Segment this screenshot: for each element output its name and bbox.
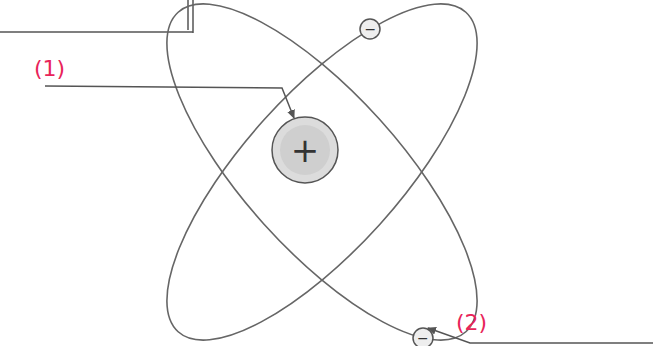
orbit <box>120 0 524 346</box>
electron: − <box>412 327 434 346</box>
callout-number: (2) <box>456 312 487 334</box>
box-corner <box>0 0 193 33</box>
leader-line <box>45 86 294 118</box>
electron-sign: − <box>365 22 377 36</box>
electron: − <box>359 18 381 40</box>
nucleus-sign: + <box>291 133 320 167</box>
orbit <box>120 0 524 346</box>
nucleus: + <box>271 116 339 184</box>
callout-number: (1) <box>34 58 65 80</box>
electron-sign: − <box>417 331 429 345</box>
